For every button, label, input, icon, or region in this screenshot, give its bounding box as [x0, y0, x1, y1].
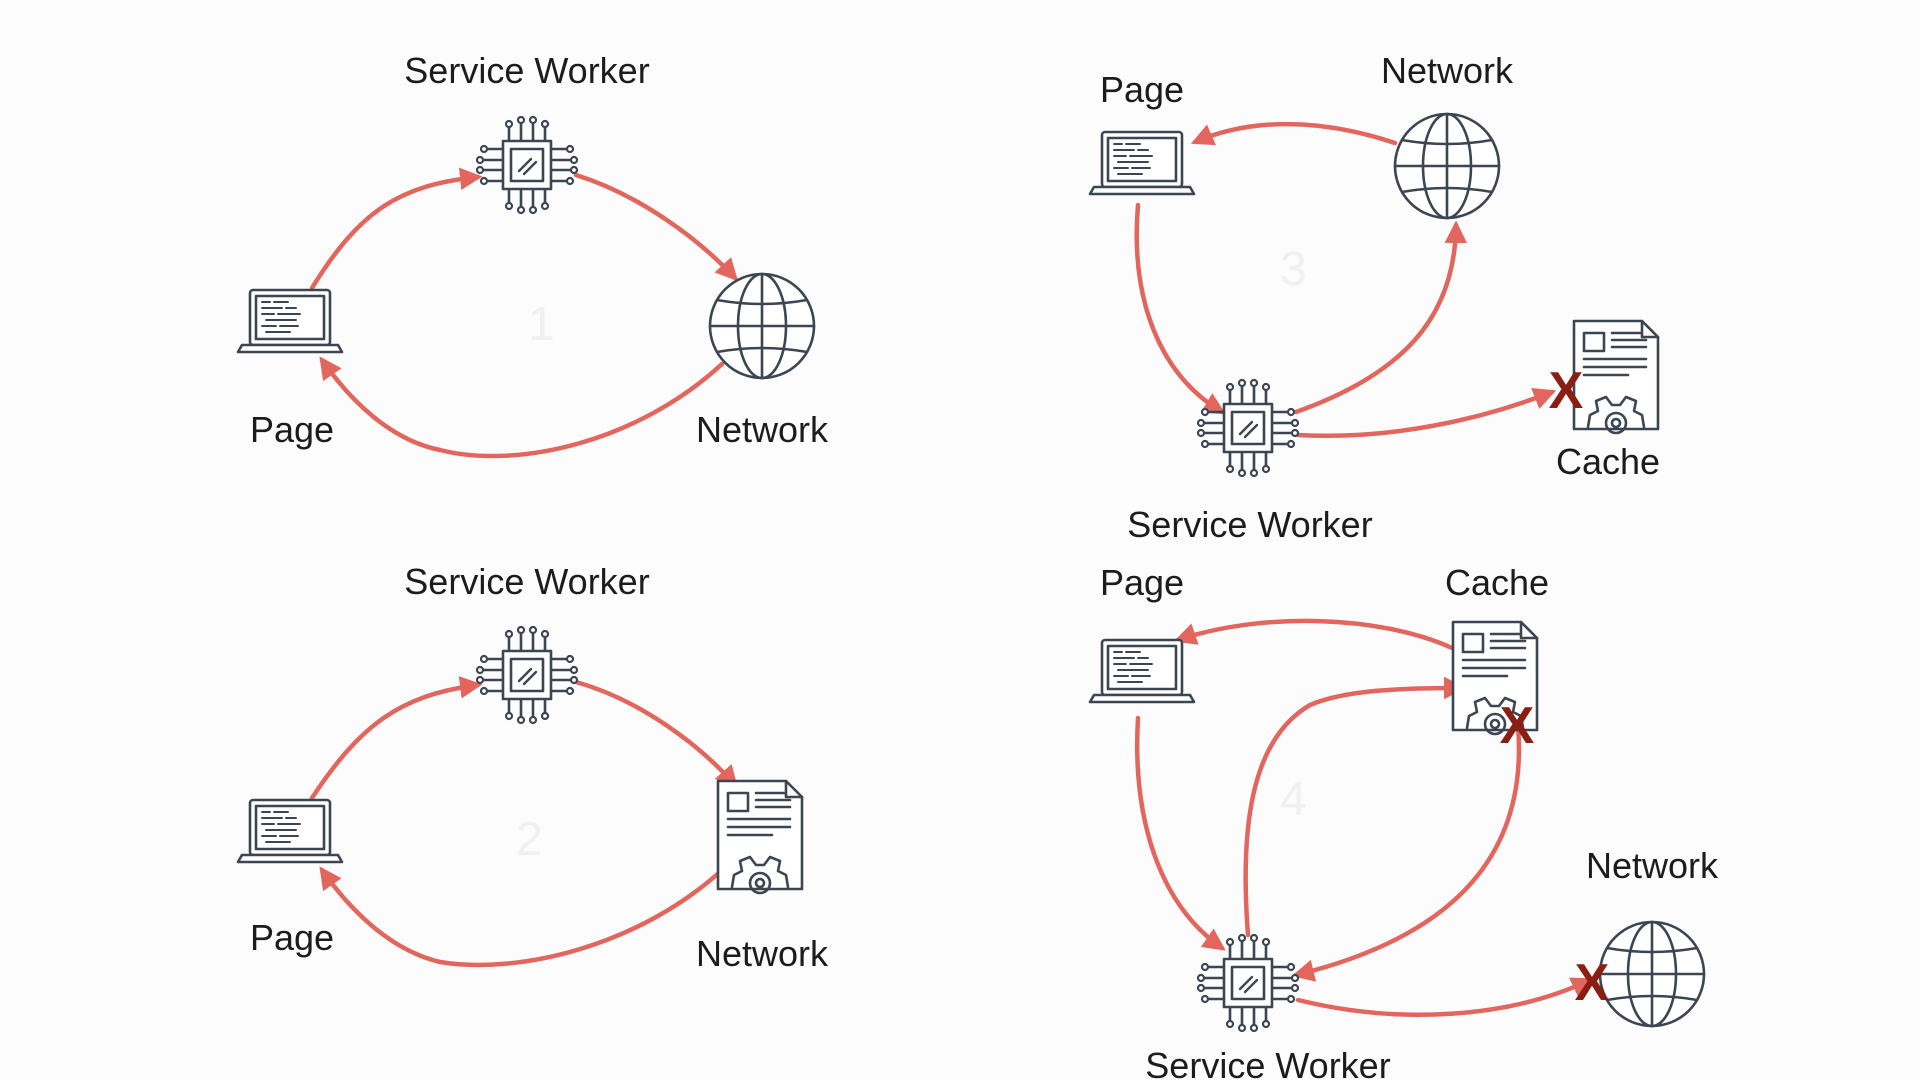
arrow-service-worker-to-network [1293, 220, 1468, 415]
arrow-service-worker-to-network [1295, 977, 1595, 1017]
arrow-cache-to-page [319, 866, 725, 968]
arrow-network-to-page [319, 356, 725, 459]
page-label: Page [1100, 69, 1184, 110]
chip-icon [1196, 378, 1300, 478]
blocked-x-mark: X [1575, 954, 1610, 1012]
arrow-page-to-service-worker [309, 167, 483, 291]
arrow-page-to-service-worker [1134, 202, 1226, 415]
panel-number-watermark: 2 [516, 813, 543, 866]
blocked-x-mark: X [1500, 697, 1535, 755]
arrow-cache-to-service-worker [1291, 723, 1522, 982]
network-label: Network [1381, 50, 1514, 91]
panel-number-watermark: 3 [1280, 243, 1307, 296]
service-worker-label: Service Worker [1127, 504, 1372, 545]
blocked-x-mark: X [1549, 362, 1584, 420]
network-label: Network [696, 933, 829, 974]
arrow-network-to-page [1190, 121, 1398, 146]
document-gear-icon [1572, 319, 1660, 435]
chip-icon [475, 115, 579, 215]
chip-icon [1196, 933, 1300, 1033]
document-gear-icon [716, 779, 804, 895]
network-label: Network [1586, 845, 1719, 886]
arrow-service-worker-to-cache [1243, 676, 1467, 938]
globe-icon [1598, 920, 1706, 1028]
arrow-cache-to-page [1173, 618, 1455, 651]
panel-3: 3 X Page Network Cache Service Worker [1088, 50, 1660, 545]
laptop-icon [236, 288, 344, 354]
panel-1: 1 Service Worker Page Network [236, 50, 829, 459]
arrow-service-worker-to-cache [573, 679, 738, 789]
panel-number-watermark: 4 [1280, 773, 1307, 826]
laptop-icon [236, 798, 344, 864]
globe-icon [708, 272, 816, 380]
chip-icon [475, 625, 579, 725]
panel-4: 4 X X Page Cache Network Service Worker [1088, 562, 1719, 1080]
globe-icon [1393, 112, 1501, 220]
laptop-icon [1088, 130, 1196, 196]
page-label: Page [250, 409, 334, 450]
arrow-page-to-service-worker [309, 676, 483, 801]
network-label: Network [696, 409, 829, 450]
service-worker-label: Service Worker [404, 50, 649, 91]
service-worker-label: Service Worker [404, 561, 649, 602]
cache-label: Cache [1556, 441, 1660, 482]
laptop-icon [1088, 638, 1196, 704]
page-label: Page [250, 917, 334, 958]
service-worker-label: Service Worker [1145, 1045, 1390, 1080]
arrow-page-to-service-worker [1135, 715, 1226, 951]
cache-label: Cache [1445, 562, 1549, 603]
panel-number-watermark: 1 [528, 298, 555, 351]
arrow-service-worker-to-network [573, 172, 739, 282]
page-label: Page [1100, 562, 1184, 603]
panel-2: 2 Service Worker Page Network [236, 561, 829, 974]
arrow-service-worker-to-cache [1295, 388, 1557, 439]
